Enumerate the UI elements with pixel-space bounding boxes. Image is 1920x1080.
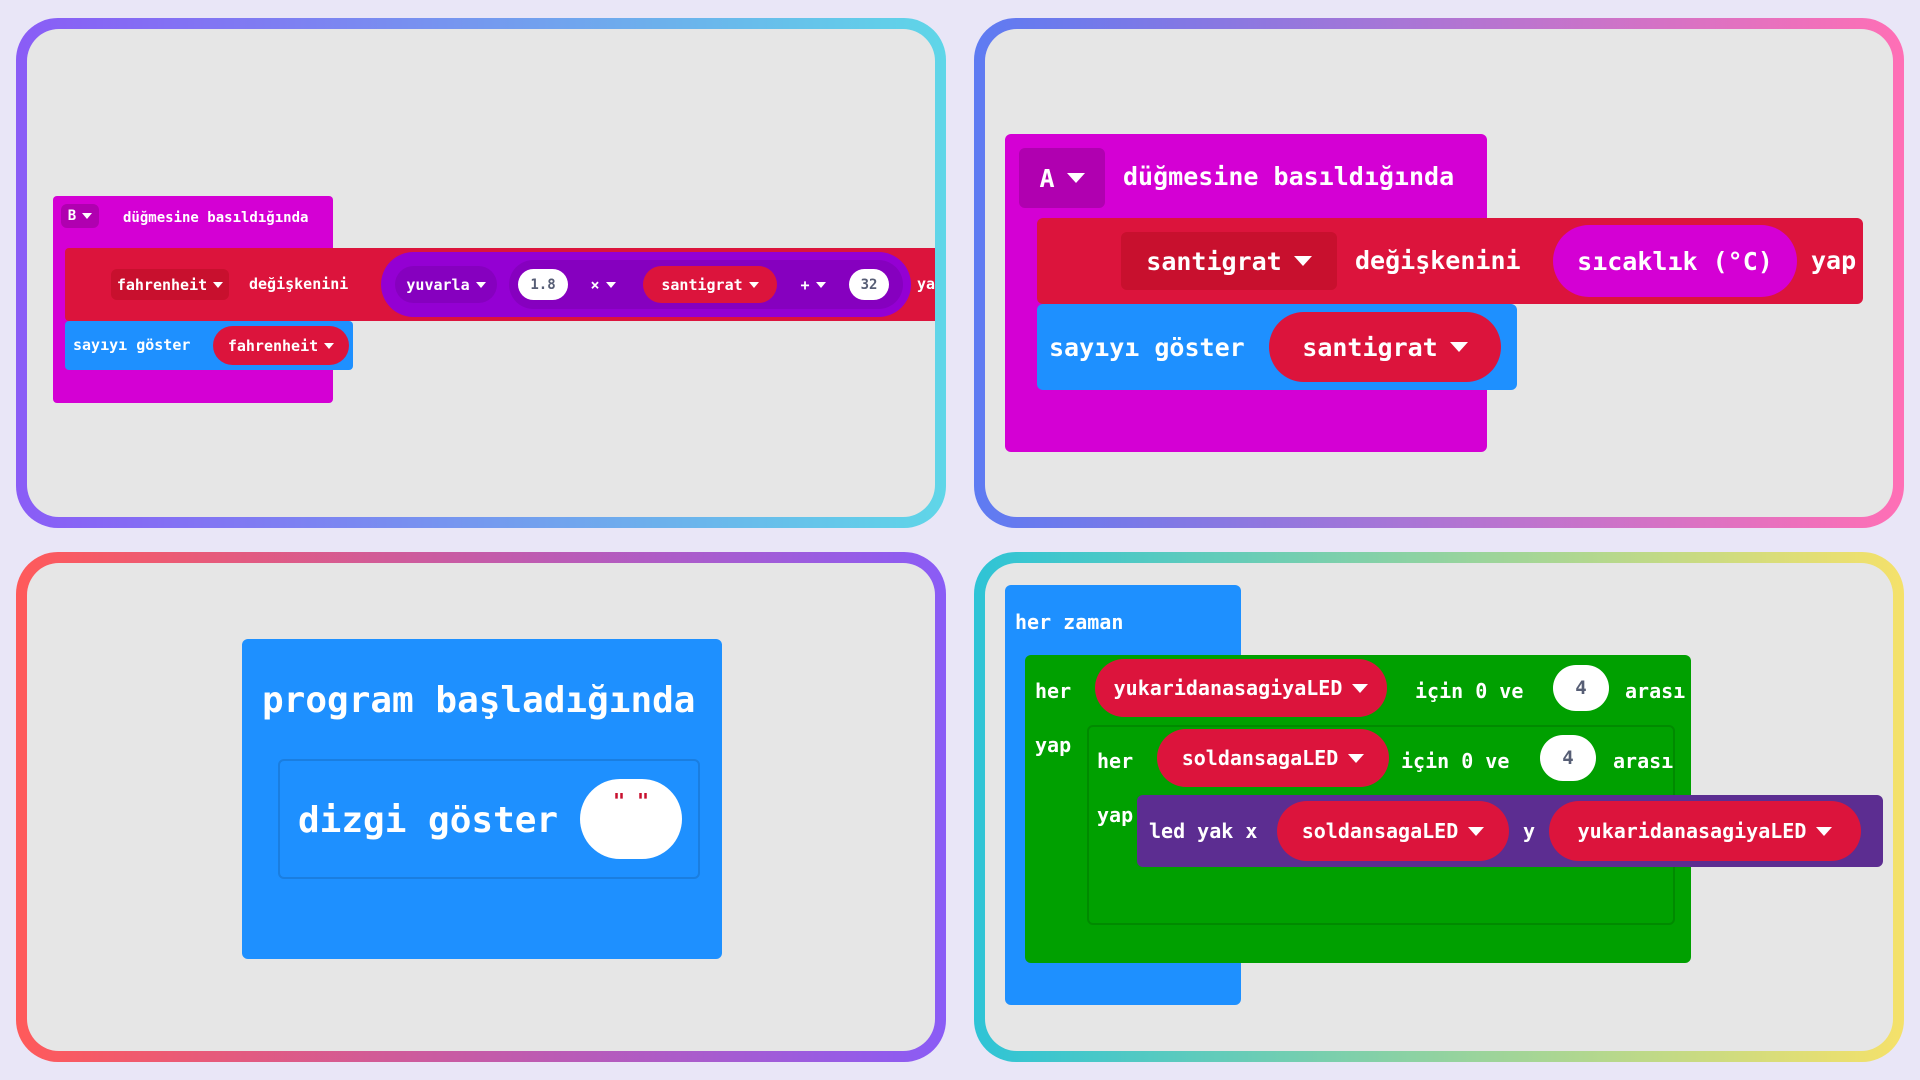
chevron-down-icon (1449, 342, 1468, 352)
chevron-down-icon (475, 281, 486, 288)
chevron-down-icon (815, 281, 826, 288)
santigrat-variable-reporter[interactable]: santigrat (643, 266, 777, 303)
chevron-down-icon (82, 213, 93, 219)
workspace-start[interactable]: program başladığında dizgi göster " " (27, 563, 935, 1051)
workspace-forever[interactable]: her zaman her yukaridanasagiyaLED için 0… (985, 563, 1893, 1051)
inner-loop-variable-dropdown[interactable]: soldansagaLED (1157, 729, 1389, 787)
fahrenheit-variable-reporter[interactable]: fahrenheit (213, 326, 349, 365)
inner-for-label: her (1097, 749, 1134, 773)
inner-limit-input[interactable]: 4 (1540, 735, 1596, 781)
chevron-down-icon (1816, 826, 1833, 836)
plot-label: led yak x (1149, 819, 1258, 843)
show-number-label: sayıyı göster (1049, 333, 1245, 362)
show-number-block[interactable]: sayıyı göster santigrat (1037, 304, 1517, 390)
outer-loop-variable-dropdown[interactable]: yukaridanasagiyaLED (1095, 659, 1387, 717)
button-b-dropdown[interactable]: B (61, 204, 99, 228)
show-santigrat-label: santigrat (1302, 332, 1438, 362)
on-start-label: program başladığında (262, 680, 696, 721)
sensor-label: sıcaklık (°C) (1577, 246, 1773, 276)
chevron-down-icon (1293, 256, 1312, 266)
string-input[interactable]: " " (580, 779, 682, 859)
santigrat-label: santigrat (661, 275, 743, 294)
inner-do-label: yap (1097, 803, 1134, 827)
fahrenheit-variable-dropdown[interactable]: fahrenheit (111, 269, 229, 300)
plot-y-label: y (1523, 819, 1536, 843)
set-label: değişkenini (1355, 246, 1521, 275)
string-value: " " (612, 789, 650, 813)
santigrat-variable-dropdown[interactable]: santigrat (1121, 232, 1337, 290)
chevron-down-icon (605, 281, 616, 288)
outer-do-label: yap (1035, 733, 1072, 757)
multiplier-input[interactable]: 1.8 (518, 269, 568, 300)
outer-for-label: her (1035, 679, 1072, 703)
santigrat-variable-reporter[interactable]: santigrat (1269, 312, 1501, 382)
event-label: düğmesine basıldığında (123, 210, 309, 226)
button-b-label: B (67, 208, 77, 224)
plot-x-label: soldansagaLED (1301, 819, 1459, 843)
addend-input[interactable]: 32 (849, 269, 889, 300)
fahrenheit-label: fahrenheit (116, 275, 208, 294)
show-fahrenheit-label: fahrenheit (227, 336, 319, 355)
forever-label: her zaman (1015, 610, 1124, 634)
chevron-down-icon (748, 281, 759, 288)
set-label: değişkenini (249, 275, 349, 293)
plot-y-variable-dropdown[interactable]: yukaridanasagiyaLED (1549, 801, 1861, 861)
chevron-down-icon (213, 281, 224, 288)
times-op-label: × (590, 275, 600, 294)
panel-forever: her zaman her yukaridanasagiyaLED için 0… (974, 552, 1904, 1062)
round-op-label: yuvarla (406, 275, 470, 294)
inner-between-label: arası (1613, 749, 1674, 773)
chevron-down-icon (1066, 173, 1085, 183)
inner-variable-label: soldansagaLED (1181, 746, 1339, 770)
show-number-block[interactable]: sayıyı göster fahrenheit (65, 321, 353, 370)
chevron-down-icon (1468, 826, 1485, 836)
times-op-dropdown[interactable]: × (579, 269, 627, 300)
plot-x-variable-dropdown[interactable]: soldansagaLED (1277, 801, 1509, 861)
outer-between-label: arası (1625, 679, 1686, 703)
panel-start: program başladığında dizgi göster " " (16, 552, 946, 1062)
show-string-block[interactable]: dizgi göster " " (278, 759, 700, 879)
chevron-down-icon (324, 342, 335, 349)
outer-variable-label: yukaridanasagiyaLED (1113, 676, 1343, 700)
do-label: yap (917, 275, 935, 293)
panel-b-button: B düğmesine basıldığında fahrenheit deği… (16, 18, 946, 528)
outer-range-label: için 0 ve (1415, 679, 1524, 703)
button-a-label: A (1039, 163, 1055, 193)
inner-range-label: için 0 ve (1401, 749, 1510, 773)
chevron-down-icon (1352, 683, 1369, 693)
show-string-label: dizgi göster (298, 800, 559, 841)
show-number-label: sayıyı göster (73, 336, 191, 354)
button-a-dropdown[interactable]: A (1019, 148, 1105, 208)
workspace-a[interactable]: A düğmesine basıldığında santigrat değiş… (985, 29, 1893, 517)
set-fahrenheit-block[interactable]: fahrenheit değişkenini yuvarla 1.8 × san… (65, 248, 935, 321)
workspace-b[interactable]: B düğmesine basıldığında fahrenheit deği… (27, 29, 935, 517)
plus-op-dropdown[interactable]: + (789, 269, 837, 300)
outer-limit-input[interactable]: 4 (1553, 665, 1609, 711)
temperature-sensor-reporter[interactable]: sıcaklık (°C) (1553, 225, 1797, 297)
plot-y-value: yukaridanasagiyaLED (1577, 819, 1807, 843)
set-santigrat-block[interactable]: santigrat değişkenini sıcaklık (°C) yap (1037, 218, 1863, 304)
plot-led-block[interactable]: led yak x soldansagaLED y yukaridanasagi… (1137, 795, 1883, 867)
plus-op-label: + (800, 275, 810, 294)
do-label: yap (1811, 246, 1857, 275)
santigrat-label: santigrat (1146, 246, 1282, 276)
chevron-down-icon (1348, 753, 1365, 763)
round-op-dropdown[interactable]: yuvarla (395, 266, 497, 303)
round-reporter[interactable]: yuvarla 1.8 × santigrat + 32 (381, 252, 911, 317)
event-label: düğmesine basıldığında (1123, 162, 1455, 191)
panel-a-button: A düğmesine basıldığında santigrat değiş… (974, 18, 1904, 528)
